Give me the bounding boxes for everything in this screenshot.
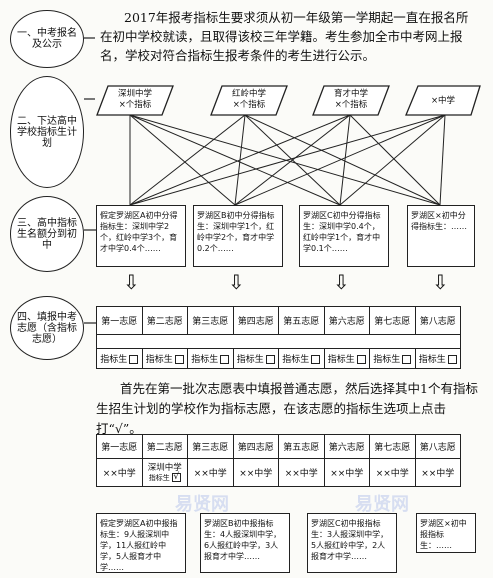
step-4-oval: 四、填报中考志愿（含指标志愿）	[10, 296, 84, 360]
school-quota: ×个指标	[334, 100, 368, 110]
volunteer-form-table: 第一志愿 第二志愿 第三志愿 第四志愿 第五志愿 第六志愿 第七志愿 第八志愿 …	[96, 306, 461, 369]
volunteer-header: 第一志愿	[96, 306, 143, 335]
watermark: 易贤网	[355, 494, 409, 515]
school-hongling: 红岭中学×个指标	[217, 89, 281, 111]
example-school-cell: ××中学	[369, 458, 416, 487]
school-name: 深圳中学	[117, 89, 152, 99]
school-x: ×中学	[411, 94, 475, 106]
volunteer-header: 第二志愿	[141, 306, 188, 335]
quota-checkbox[interactable]	[356, 355, 366, 364]
volunteer-header: 第二志愿	[141, 434, 188, 459]
quota-cell[interactable]: 指标生	[187, 348, 234, 369]
example-school-name: 深圳中学	[147, 462, 182, 473]
volunteer-header: 第八志愿	[414, 434, 461, 459]
quota-label: 指标生	[145, 355, 173, 365]
quota-cell[interactable]: 指标生	[369, 348, 416, 369]
intro-text: 2017年报考指标生要求须从初一年级第一学期起一直在报名所在初中学校就读，且取得…	[100, 10, 469, 63]
quota-checkbox[interactable]	[447, 355, 457, 364]
down-arrow-icon: ⇩	[333, 270, 350, 294]
result-x-box: 罗湖区×初中报指标生：……	[416, 513, 476, 553]
quota-cell[interactable]: 指标生	[141, 348, 188, 369]
example-school-cell: ××中学	[232, 458, 279, 487]
arrow-row: ⇩ ⇩ ⇩ ⇩	[0, 270, 493, 296]
school-quota: ×个指标	[118, 100, 152, 110]
quota-checkbox[interactable]	[174, 355, 184, 364]
quota-checkbox[interactable]	[220, 355, 230, 364]
quota-checkbox[interactable]	[311, 355, 321, 364]
district-b-box: 罗湖区B初中分得指标生：深圳中学1个，红岭中学2个，育才中学0.2个……	[193, 205, 283, 267]
instruction-text: 首先在第一批次志愿表中填报普通志愿，然后选择其中1个有指标生招生计划的学校作为指…	[96, 381, 478, 436]
volunteer-header: 第五志愿	[278, 434, 325, 459]
step-1-oval: 一、中考报名及公示	[10, 10, 84, 68]
example-school-cell: ××中学	[278, 458, 325, 487]
district-a-box: 假定罗湖区A初中分得指标生：深圳中学2个，红岭中学3个，育才中学0.4个……	[96, 205, 186, 267]
example-school-cell: ××中学	[323, 458, 370, 487]
district-x-box: 罗湖区×初中分得指标生：……	[407, 205, 475, 267]
quota-checkbox[interactable]	[129, 355, 139, 364]
volunteer-header: 第四志愿	[232, 306, 279, 335]
step-4-label: 四、填报中考志愿（含指标志愿）	[17, 311, 77, 345]
quota-cell[interactable]: 指标生	[323, 348, 370, 369]
volunteer-header: 第八志愿	[414, 306, 461, 335]
volunteer-header: 第四志愿	[232, 434, 279, 459]
school-yucai: 育才中学×个指标	[319, 89, 383, 111]
school-name: ×中学	[430, 96, 456, 106]
watermark: 易贤网	[175, 494, 229, 515]
volunteer-header: 第七志愿	[369, 306, 416, 335]
step-2-oval: 二、下达高中学校指标生计划	[10, 76, 84, 188]
example-school-cell: ××中学	[96, 458, 143, 487]
step-1-label: 一、中考报名及公示	[17, 28, 77, 50]
school-name: 红岭中学	[231, 89, 266, 99]
step-3-label: 三、高中指标生名额分到初中	[17, 217, 77, 251]
example-selected-cell[interactable]: 深圳中学 指标生√	[141, 458, 188, 487]
volunteer-header: 第五志愿	[278, 306, 325, 335]
volunteer-header: 第六志愿	[323, 306, 370, 335]
school-quota: ×个指标	[232, 100, 266, 110]
example-volunteer-table: 第一志愿 第二志愿 第三志愿 第四志愿 第五志愿 第六志愿 第七志愿 第八志愿 …	[96, 434, 461, 487]
quota-label: 指标生	[282, 355, 310, 365]
district-c-box: 罗湖区C初中分得指标生：深圳中学0.4个，红岭中学1个，育才中学0.1个……	[299, 205, 389, 267]
quota-label: 指标生	[100, 355, 128, 365]
volunteer-header: 第六志愿	[323, 434, 370, 459]
quota-cell[interactable]: 指标生	[278, 348, 325, 369]
volunteer-header: 第七志愿	[369, 434, 416, 459]
result-b-box: 罗湖区B初中报指标生：4人报深圳中学，6人报红岭中学，3人报育才中学……	[200, 513, 290, 573]
quota-label: 指标生	[191, 355, 219, 365]
quota-label: 指标生	[236, 355, 264, 365]
quota-checkbox[interactable]	[402, 355, 412, 364]
school-name: 育才中学	[333, 89, 368, 99]
volunteer-header: 第三志愿	[187, 434, 234, 459]
example-school-cell: ××中学	[187, 458, 234, 487]
school-shenzhen: 深圳中学×个指标	[103, 89, 167, 111]
quota-cell[interactable]: 指标生	[232, 348, 279, 369]
quota-cell[interactable]: 指标生	[96, 348, 143, 369]
step-2-label: 二、下达高中学校指标生计划	[17, 115, 77, 149]
spacer-row	[96, 334, 461, 349]
quota-checkbox[interactable]	[265, 355, 275, 364]
quota-cell[interactable]: 指标生	[414, 348, 461, 369]
volunteer-header: 第三志愿	[187, 306, 234, 335]
volunteer-header: 第一志愿	[96, 434, 143, 459]
quota-label: 指标生	[373, 355, 401, 365]
down-arrow-icon: ⇩	[432, 270, 449, 294]
quota-label: 指标生	[148, 473, 170, 482]
quota-label: 指标生	[418, 355, 446, 365]
quota-checkbox-checked[interactable]: √	[171, 472, 181, 482]
step-3-oval: 三、高中指标生名额分到初中	[10, 196, 84, 272]
quota-label: 指标生	[327, 355, 355, 365]
down-arrow-icon: ⇩	[228, 270, 245, 294]
result-a-box: 假定罗湖区A初中报指标生：9人报深圳中学，11人报红岭中学，5人报育才中学……	[96, 513, 186, 573]
example-school-cell: ××中学	[414, 458, 461, 487]
result-c-box: 罗湖区C初中报指标生：3人报深圳中学，5人报红岭中学，2人报育才中学……	[307, 513, 397, 573]
down-arrow-icon: ⇩	[123, 270, 140, 294]
